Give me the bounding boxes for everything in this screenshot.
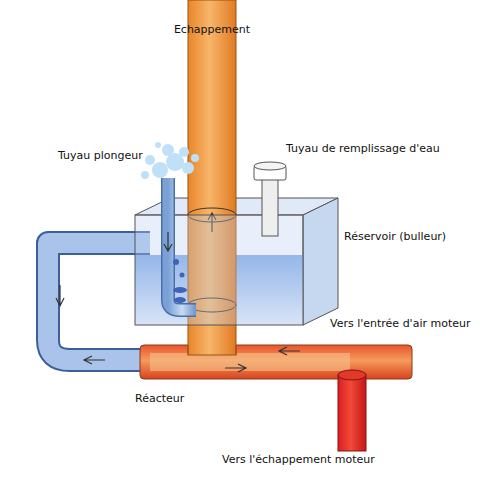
flow-arrow	[225, 364, 246, 372]
part-label: Réacteur	[135, 392, 184, 405]
flow-arrow	[56, 285, 64, 306]
bubble	[174, 297, 186, 303]
bubble	[173, 259, 179, 265]
joint	[188, 345, 236, 355]
part-label: Réservoir (bulleur)	[344, 230, 446, 243]
part-label: Vers l'entrée d'air moteur	[330, 317, 470, 330]
part-label: Vers l'échappement moteur	[222, 453, 375, 466]
exhaust-out-pipe	[338, 375, 366, 451]
bubble	[180, 273, 185, 278]
part-label: Echappement	[174, 23, 250, 36]
fill-cap-top	[254, 162, 286, 170]
dip-tube	[168, 178, 196, 310]
dip-tube-outline	[168, 178, 196, 310]
tank-side	[303, 198, 338, 325]
flow-arrow	[164, 232, 172, 251]
part-label: Tuyau de remplissage d'eau	[286, 142, 440, 155]
flow-arrow	[279, 347, 300, 355]
part-label: Tuyau plongeur	[58, 149, 143, 162]
pipe-end	[338, 370, 366, 380]
fill-pipe	[262, 178, 278, 236]
flow-arrow	[84, 356, 105, 364]
reactor-inner	[150, 353, 350, 371]
spray	[141, 142, 199, 179]
bubble	[173, 287, 187, 293]
reactor	[140, 345, 412, 379]
